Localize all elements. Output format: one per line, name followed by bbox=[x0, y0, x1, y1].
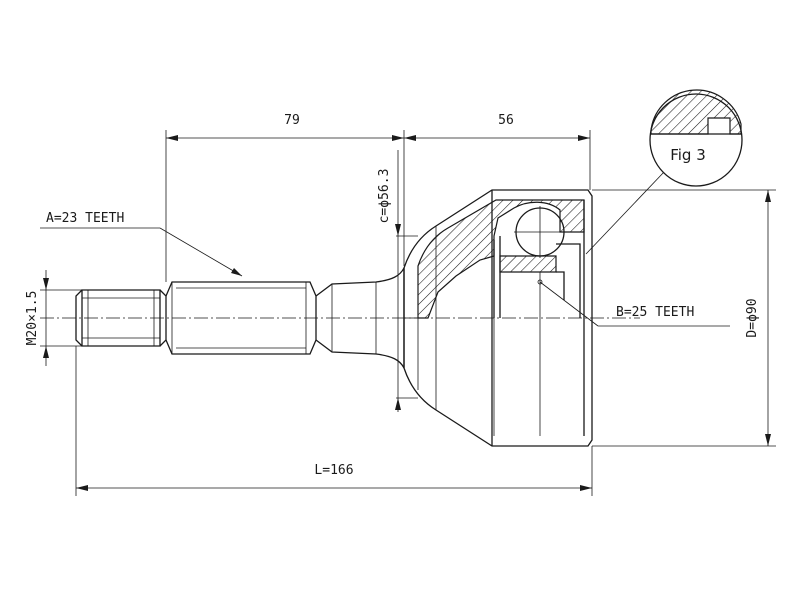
figure-label: Fig 3 bbox=[670, 146, 706, 164]
outer-bell bbox=[403, 189, 593, 447]
splined-shaft bbox=[165, 281, 317, 355]
dimension-outer-diameter bbox=[592, 189, 776, 447]
callout-b-leader bbox=[537, 279, 730, 327]
dim-joint-length: 56 bbox=[498, 113, 514, 128]
callout-spline-b: B=25 TEETH bbox=[616, 305, 694, 320]
dim-thread: M20×1.5 bbox=[25, 291, 40, 346]
fig-detail bbox=[585, 89, 743, 255]
dim-shaft-length: 79 bbox=[284, 113, 300, 128]
dimension-collar-diameter bbox=[395, 150, 418, 412]
dimension-top bbox=[165, 130, 591, 282]
dimension-thread bbox=[40, 270, 82, 366]
dimension-total bbox=[75, 346, 593, 496]
dim-outer-diameter: D=ϕ90 bbox=[745, 298, 760, 337]
callout-spline-a: A=23 TEETH bbox=[46, 211, 124, 226]
threaded-stub bbox=[75, 289, 167, 347]
callout-a-leader bbox=[40, 227, 243, 277]
dim-collar-diameter: c=ϕ56.3 bbox=[377, 169, 392, 224]
dim-total-length: L=166 bbox=[314, 463, 353, 478]
